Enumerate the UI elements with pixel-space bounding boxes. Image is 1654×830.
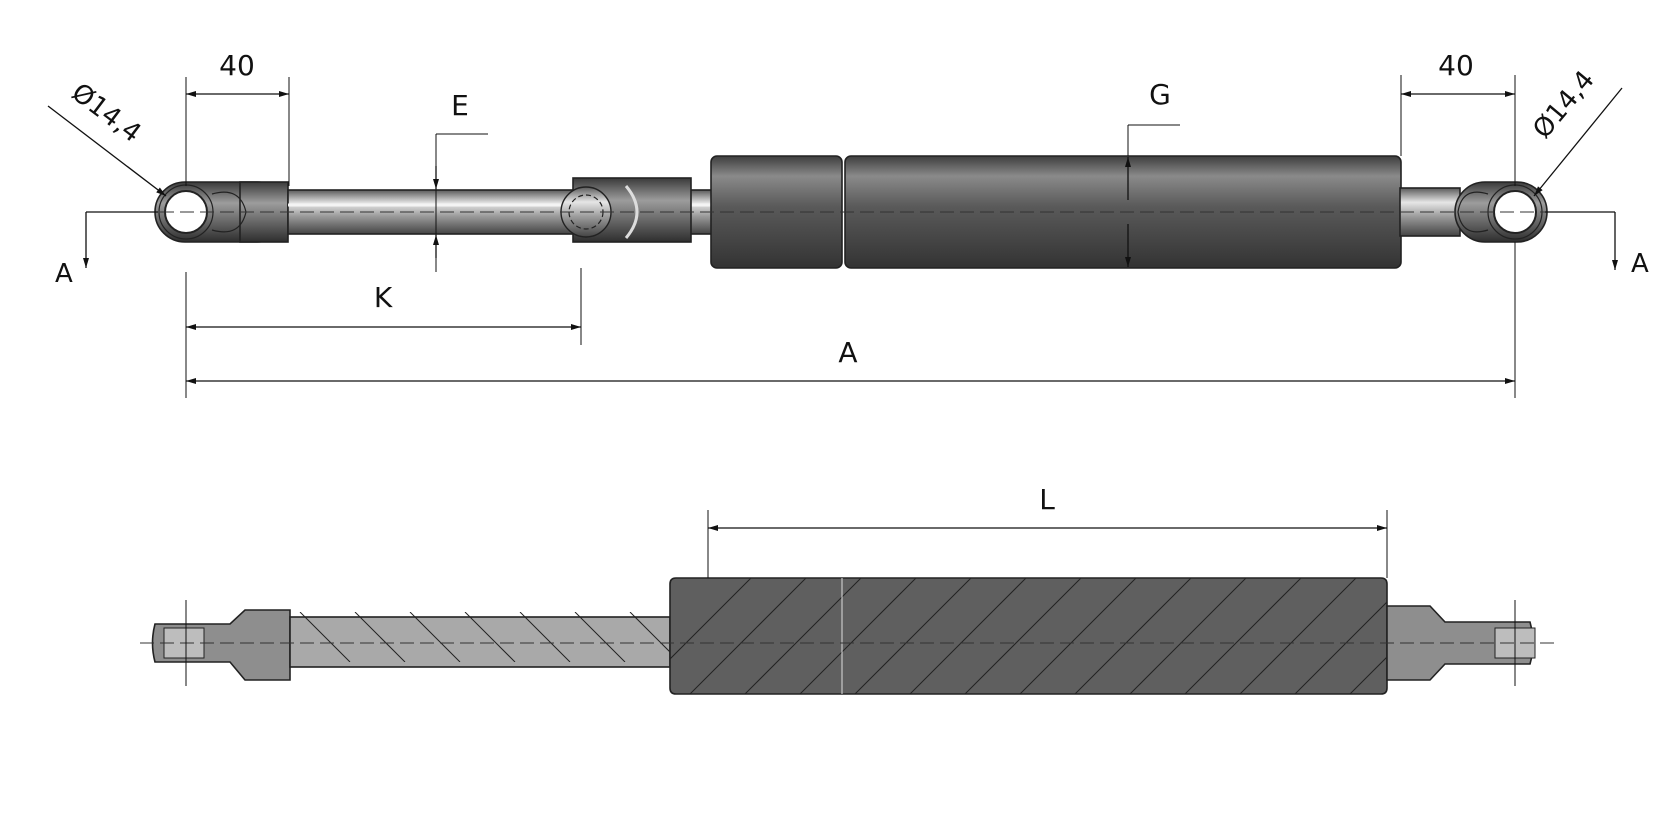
- top-view: A A 40 40 Ø14,4 Ø14,4: [47, 49, 1649, 398]
- dimension-overall: A: [185, 242, 1516, 398]
- dimension-body-length: L: [707, 483, 1388, 578]
- dimension-end-length-left: 40: [185, 49, 290, 186]
- dimension-body-diameter: G: [1125, 78, 1180, 267]
- dimension-hole-right: Ø14,4: [1527, 65, 1623, 197]
- body-length-label: L: [1039, 483, 1055, 516]
- hole-dia-right-label: Ø14,4: [1527, 65, 1600, 144]
- body-hatching: [670, 578, 1387, 694]
- overall-label: A: [838, 336, 857, 369]
- stroke-label: K: [374, 281, 393, 314]
- section-marker-right: A: [1545, 211, 1649, 279]
- section-label-left: A: [55, 259, 73, 289]
- end-length-right-label: 40: [1438, 49, 1474, 82]
- rod-dia-label: E: [451, 89, 469, 122]
- rod-hatching: [299, 612, 670, 662]
- dimension-hole-left: Ø14,4: [47, 78, 167, 197]
- section-body: [669, 577, 1388, 695]
- rod-end-fitting: [560, 177, 692, 243]
- dimension-rod-diameter: E: [433, 89, 488, 272]
- hole-dia-left-label: Ø14,4: [66, 78, 147, 149]
- section-label-right: A: [1631, 249, 1649, 279]
- cylinder-body: [710, 155, 1402, 269]
- end-length-left-label: 40: [219, 49, 255, 82]
- section-marker-left: A: [55, 211, 158, 289]
- dimension-stroke: K: [185, 268, 582, 345]
- dimension-end-length-right: 40: [1400, 49, 1516, 186]
- section-view: L: [140, 483, 1560, 695]
- body-dia-label: G: [1149, 78, 1171, 111]
- section-rod: [289, 616, 671, 668]
